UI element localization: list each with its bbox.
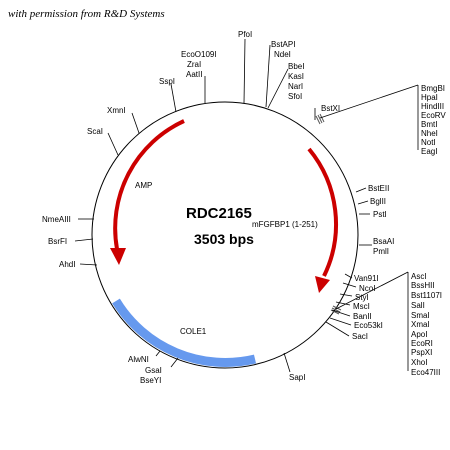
mcs-top-site: BmgBI xyxy=(421,84,445,93)
site-bsteii: BstEII xyxy=(368,184,389,193)
mcs-top-site: HindIII xyxy=(421,102,444,111)
site-zrai: ZraI xyxy=(187,60,201,69)
site-ndei: NdeI xyxy=(274,50,291,59)
site-saci: SacI xyxy=(352,332,368,341)
mcs-top-bracket xyxy=(319,84,419,150)
site-msci: MscI xyxy=(353,302,370,311)
site-leader-lines xyxy=(74,38,372,373)
site-ahdi: AhdI xyxy=(59,260,75,269)
mcs-top-site: HpaI xyxy=(421,93,438,102)
mcs-bottom-site: EcoRI xyxy=(411,339,433,348)
site-van91i: Van91I xyxy=(354,274,379,283)
site-sapi: SapI xyxy=(289,373,305,382)
site-bsrfi: BsrFI xyxy=(48,237,67,246)
mcs-bottom-site: Bst1107I xyxy=(411,291,442,300)
mcs-bottom-site: AscI xyxy=(411,272,427,281)
mcs-top-marks xyxy=(315,113,325,125)
site-alwni: AlwNI xyxy=(128,355,149,364)
amp-arrow-head xyxy=(110,248,126,265)
mcs-top-site: BmtI xyxy=(421,120,437,129)
mcs-bottom-list: AscI BssHII Bst1107I SalI SmaI XmaI ApoI… xyxy=(411,272,442,377)
site-eco53ki: Eco53kI xyxy=(354,321,383,330)
mcs-bottom-site: XhoI xyxy=(411,358,427,367)
site-pfoi: PfoI xyxy=(238,30,252,39)
insert-label: mFGFBP1 (1-251) xyxy=(252,220,318,229)
site-xmni: XmnI xyxy=(107,106,126,115)
amp-arrow-body xyxy=(113,119,185,250)
plasmid-backbone xyxy=(91,101,359,369)
mcs-top-site: EagI xyxy=(421,147,437,156)
site-ncoi: NcoI xyxy=(359,284,375,293)
insert-arrow-head xyxy=(315,276,330,293)
mcs-bottom-site: BssHII xyxy=(411,281,435,290)
credit-text: with permission from R&D Systems xyxy=(8,8,165,20)
mcs-bottom-site: XmaI xyxy=(411,320,430,329)
mcs-bottom-site: SalI xyxy=(411,301,425,310)
plasmid-size: 3503 bps xyxy=(194,231,254,247)
site-kasi: KasI xyxy=(288,72,304,81)
site-styi: StyI xyxy=(355,293,369,302)
mcs-bottom-marks xyxy=(330,305,342,315)
mcs-top-list: BmgBI HpaI HindIII EcoRV BmtI NheI NotI … xyxy=(421,84,446,156)
site-bstxi: BstXI xyxy=(321,104,340,113)
plasmid-name: RDC2165 xyxy=(186,205,252,222)
site-bbei: BbeI xyxy=(288,62,304,71)
site-psti: PstI xyxy=(373,210,387,219)
site-aatii: AatII xyxy=(186,70,202,79)
site-bseyi: BseYI xyxy=(140,376,161,385)
site-bglii: BglII xyxy=(370,197,386,206)
site-nmeaiii: NmeAIII xyxy=(42,215,71,224)
site-pmli: PmlI xyxy=(373,247,389,256)
mcs-top-site: NheI xyxy=(421,129,438,138)
site-sfoi: SfoI xyxy=(288,92,302,101)
cole1-ori-arc xyxy=(112,298,257,367)
mcs-bottom-bracket xyxy=(335,271,409,371)
mcs-bottom-site: ApoI xyxy=(411,330,427,339)
mcs-bottom-site: PspXI xyxy=(411,348,432,357)
site-sspi: SspI xyxy=(159,77,175,86)
mcs-bottom-site: Eco47III xyxy=(411,368,440,377)
mcs-top-site: EcoRV xyxy=(421,111,446,120)
site-ecoo109i: EcoO109I xyxy=(181,50,217,59)
amp-label: AMP xyxy=(135,181,152,190)
cole1-label: COLE1 xyxy=(180,327,207,336)
mcs-top-site: NotI xyxy=(421,138,436,147)
site-nari: NarI xyxy=(288,82,303,91)
site-gsai: GsaI xyxy=(145,366,162,375)
site-bsaai: BsaAI xyxy=(373,237,394,246)
site-banii: BanII xyxy=(353,312,372,321)
insert-arrow-body xyxy=(307,147,339,277)
site-bstapi: BstAPI xyxy=(271,40,295,49)
mcs-bottom-site: SmaI xyxy=(411,311,430,320)
site-scai: ScaI xyxy=(87,127,103,136)
